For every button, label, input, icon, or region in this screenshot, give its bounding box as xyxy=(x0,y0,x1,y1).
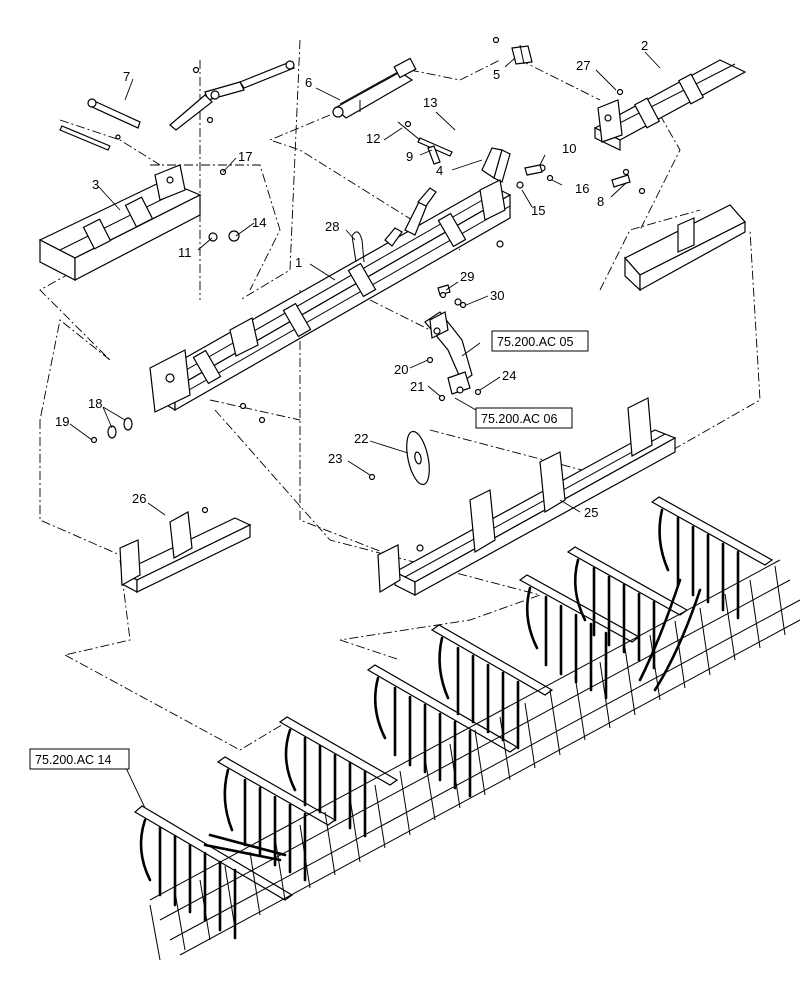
callout-26: 26 xyxy=(132,491,146,506)
reference-box-ac05[interactable]: 75.200.AC 05 xyxy=(491,330,589,352)
callout-20: 20 xyxy=(394,362,408,377)
callout-12: 12 xyxy=(366,131,380,146)
turnbuckle-linkage xyxy=(169,60,295,131)
shank-assembly xyxy=(424,284,482,402)
callout-27: 27 xyxy=(576,58,590,73)
callout-17: 17 xyxy=(238,149,252,164)
left-bracket-3 xyxy=(38,164,202,281)
reference-ac05-label: 75.200.AC 05 xyxy=(497,335,573,349)
reference-ac06-label: 75.200.AC 06 xyxy=(481,412,557,426)
callout-16: 16 xyxy=(575,181,589,196)
callout-28: 28 xyxy=(325,219,339,234)
callout-18: 18 xyxy=(88,396,102,411)
arm-bracket-4 xyxy=(481,147,554,189)
callout-30: 30 xyxy=(490,288,504,303)
r-clip-28 xyxy=(351,231,365,263)
callout-15: 15 xyxy=(531,203,545,218)
callout-3: 3 xyxy=(92,177,99,192)
callout-1: 1 xyxy=(295,255,302,270)
callout-7: 7 xyxy=(123,69,130,84)
tine-harrow-sections xyxy=(133,496,774,940)
callout-29: 29 xyxy=(460,269,474,284)
right-bracket-2 xyxy=(593,59,747,151)
misc-hardware xyxy=(208,168,646,424)
bolt-7 xyxy=(59,98,141,151)
main-beam-1 xyxy=(149,179,512,413)
callout-10: 10 xyxy=(562,141,576,156)
hydraulic-cylinder xyxy=(332,57,417,119)
callout-6: 6 xyxy=(305,75,312,90)
harrow-bar-26 xyxy=(119,506,252,593)
callout-25: 25 xyxy=(584,505,598,520)
callout-23: 23 xyxy=(328,451,342,466)
callout-24: 24 xyxy=(502,368,516,383)
callout-22: 22 xyxy=(354,431,368,446)
reference-box-ac14[interactable]: 75.200.AC 14 xyxy=(29,748,130,770)
callout-5: 5 xyxy=(493,67,500,82)
washers-18 xyxy=(90,417,133,444)
callout-21: 21 xyxy=(410,379,424,394)
callout-4: 4 xyxy=(436,163,443,178)
callout-numbers: 1 2 3 4 5 6 7 8 9 10 11 12 13 14 15 16 1… xyxy=(55,38,648,520)
callout-9: 9 xyxy=(406,149,413,164)
harrow-bar-25 xyxy=(377,397,677,597)
leader-lines xyxy=(69,51,661,809)
top-right-frame xyxy=(624,204,746,292)
callout-14: 14 xyxy=(252,215,266,230)
callout-2: 2 xyxy=(641,38,648,53)
callout-11: 11 xyxy=(178,245,192,260)
spring-tine-field xyxy=(149,559,801,961)
callout-19: 19 xyxy=(55,414,69,429)
reference-box-ac06[interactable]: 75.200.AC 06 xyxy=(475,407,573,429)
assembly-center-lines xyxy=(39,39,761,751)
small-hardware-center xyxy=(397,120,453,165)
coulter-disc-22 xyxy=(368,430,430,486)
reference-ac14-label: 75.200.AC 14 xyxy=(35,753,111,767)
callout-8: 8 xyxy=(597,194,604,209)
pin-5 xyxy=(492,36,533,65)
callout-13: 13 xyxy=(423,95,437,110)
